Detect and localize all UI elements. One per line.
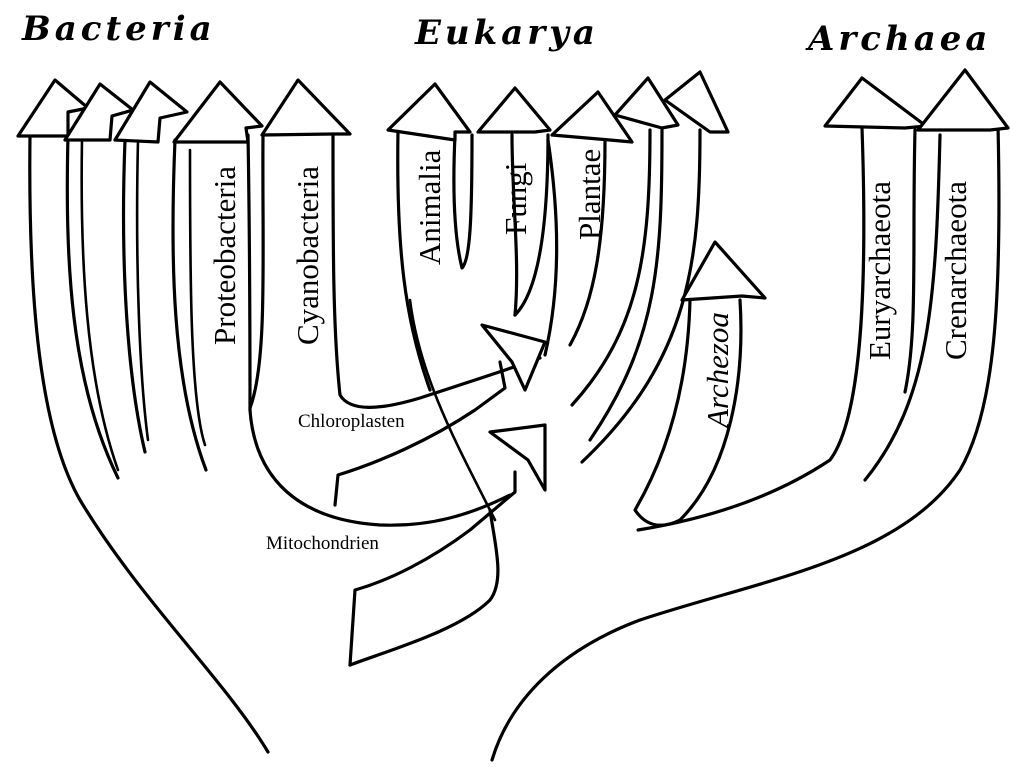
branch-label-euryarchaeota: Euryarchaeota <box>862 181 897 360</box>
branch-label-cyanobacteria: Cyanobacteria <box>290 166 325 345</box>
branch-label-crenarchaeota: Crenarchaeota <box>938 181 973 360</box>
branch-label-proteobacteria: Proteobacteria <box>207 166 242 345</box>
branch-label-fungi: Fungi <box>498 162 533 235</box>
bacteria-tree: Proteobacteria Cyanobacteria <box>18 80 540 752</box>
eukarya-tree: Animalia Fungi Plantae Archezoa <box>388 72 765 525</box>
annotation-mitochondria: Mitochondrien <box>266 533 379 554</box>
branch-label-plantae: Plantae <box>572 149 607 240</box>
endosymbiosis-arrows: Chloroplasten Mitochondrien <box>266 300 545 665</box>
branch-label-archezoa: Archezoa <box>700 312 735 430</box>
domain-label-bacteria: Bacteria <box>21 9 216 49</box>
annotation-chloroplasts: Chloroplasten <box>298 411 405 432</box>
archaea-tree: Euryarchaeota Crenarchaeota <box>492 70 1008 760</box>
branch-label-animalia: Animalia <box>412 149 447 265</box>
domain-label-eukarya: Eukarya <box>414 13 599 53</box>
domain-label-archaea: Archaea <box>805 19 991 59</box>
